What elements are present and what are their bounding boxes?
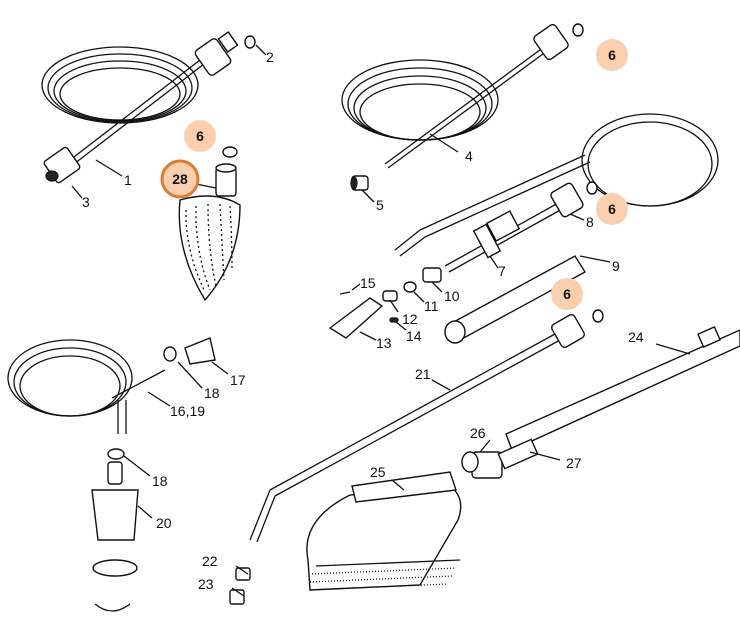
callout-16-19: 16,19 — [170, 403, 205, 419]
callout-28: 28 — [172, 171, 188, 187]
callout-3: 3 — [82, 194, 90, 210]
callout-6-c: 6 — [608, 201, 616, 217]
callout-22: 22 — [202, 553, 218, 569]
callout-17: 17 — [230, 372, 246, 388]
part-9-lance-coil — [394, 113, 719, 257]
part-14-pin — [389, 317, 399, 323]
part-28-brush — [178, 163, 241, 302]
callout-12: 12 — [402, 311, 418, 327]
part-26-swivel — [461, 451, 503, 479]
callout-27: 27 — [566, 455, 582, 471]
callout-labels: 2 1 3 4 5 6 6 6 6 28 7 8 9 10 11 12 13 1… — [82, 47, 644, 592]
part-2-o-ring — [244, 35, 256, 49]
part-3-hose-nut — [43, 146, 81, 184]
part-20-filter — [91, 461, 139, 612]
part-25-rotary-brush — [306, 471, 462, 591]
highlight-6-b — [596, 39, 628, 71]
part-6-o-ring-a — [222, 146, 238, 158]
callout-10: 10 — [444, 288, 460, 304]
part-12-insert — [382, 290, 398, 302]
callout-15: 15 — [360, 275, 376, 291]
highlight-28 — [160, 159, 200, 199]
callout-18-b: 18 — [152, 473, 168, 489]
callout-24: 24 — [628, 329, 644, 345]
part-18-clamp-a — [163, 346, 177, 362]
callout-5: 5 — [376, 197, 384, 213]
callout-18-a: 18 — [204, 385, 220, 401]
callout-23: 23 — [198, 576, 214, 592]
part-5-fitting — [350, 175, 369, 191]
callout-26: 26 — [470, 425, 486, 441]
callout-9: 9 — [612, 258, 620, 274]
callout-14: 14 — [406, 328, 422, 344]
leader-lines — [71, 44, 691, 597]
part-1-hose-coil — [41, 46, 205, 165]
highlight-6-d — [551, 278, 583, 310]
callout-6-a: 6 — [196, 128, 204, 144]
part-18-clamp-b — [107, 448, 125, 460]
callout-11: 11 — [424, 298, 439, 314]
highlight-6-a — [184, 120, 216, 152]
part-27-joint — [497, 438, 539, 470]
callout-13: 13 — [376, 335, 392, 351]
part-22-fitting — [235, 567, 251, 581]
part-8-nut — [550, 181, 598, 218]
callout-8: 8 — [586, 214, 594, 230]
callout-6-b: 6 — [608, 47, 616, 63]
part-4-hose-coil — [341, 23, 584, 169]
callout-6-d: 6 — [563, 286, 571, 302]
part-10-nozzle — [422, 267, 442, 283]
callout-25: 25 — [370, 464, 386, 480]
callout-21: 21 — [415, 366, 431, 382]
callout-7: 7 — [498, 263, 506, 279]
part-1-hose-coupling — [194, 31, 239, 76]
highlights — [160, 39, 628, 310]
callout-2: 2 — [266, 49, 274, 65]
highlight-6-c — [596, 193, 628, 225]
callout-20: 20 — [156, 515, 172, 531]
part-15-screw — [339, 291, 351, 295]
callout-4: 4 — [465, 148, 473, 164]
callout-1: 1 — [124, 172, 132, 188]
part-7-trigger-gun — [444, 201, 565, 273]
part-17-connector — [184, 337, 216, 365]
part-11-o-ring — [403, 281, 417, 293]
part-21-lance — [249, 314, 585, 543]
part-24-extension-tube — [505, 326, 740, 451]
part-9-lance-tube — [444, 255, 604, 344]
part-13-nozzle-head — [328, 297, 384, 339]
part-16-19-hose-coil — [7, 339, 166, 434]
